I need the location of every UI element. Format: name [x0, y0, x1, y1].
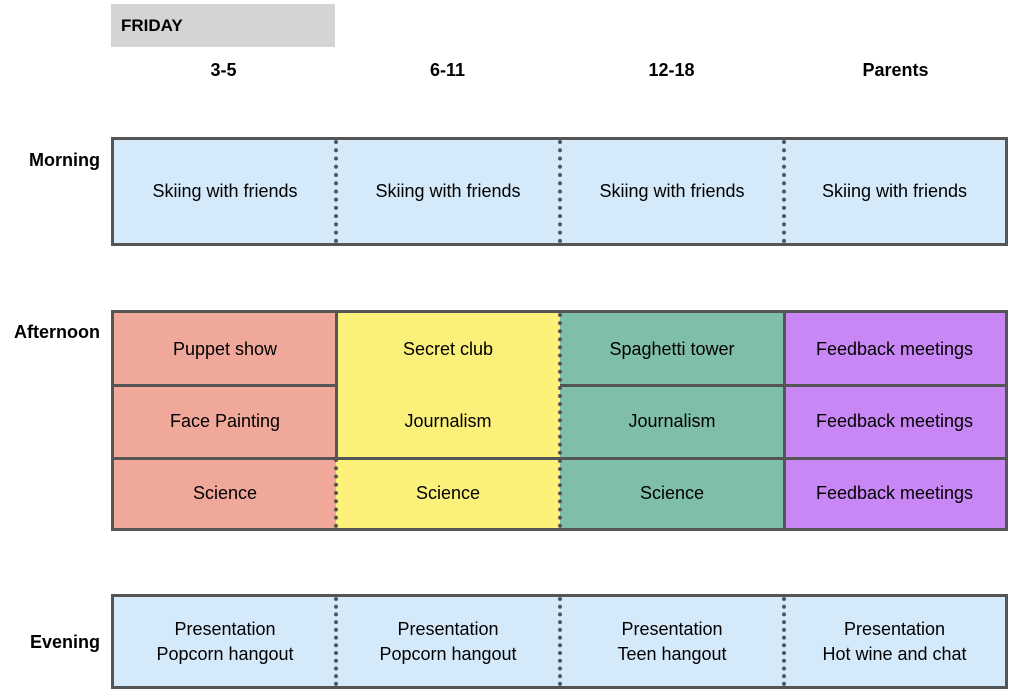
row-divider	[336, 457, 560, 460]
afternoon-activity: Feedback meetings	[815, 338, 974, 359]
row-divider	[784, 384, 1005, 387]
afternoon-cell: Science	[114, 458, 336, 528]
morning-cell-3-5: Skiing with friends	[114, 140, 336, 243]
column-header-6-11: 6-11	[429, 60, 466, 80]
afternoon-activity: Feedback meetings	[815, 411, 974, 431]
row-label-evening: Evening	[29, 632, 100, 652]
morning-cell-parents: Skiing with friends	[784, 140, 1005, 243]
evening-cell-12-18: Presentation Teen hangout	[560, 597, 784, 686]
afternoon-cell: Spaghetti tower	[560, 313, 784, 385]
row-label-morning: Morning	[29, 150, 100, 170]
evening-cell-3-5: Presentation Popcorn hangout	[114, 597, 336, 686]
afternoon-activity: Secret club	[402, 338, 494, 359]
afternoon-cell: Science	[560, 458, 784, 528]
evening-cell-6-11: Presentation Popcorn hangout	[336, 597, 560, 686]
afternoon-cell: Feedback meetings	[784, 458, 1005, 528]
column-header-12-18: 12-18	[648, 60, 695, 80]
morning-block: Skiing with friends Skiing with friends …	[111, 137, 1008, 246]
morning-activity: Skiing with friends	[152, 181, 298, 201]
afternoon-cell: Secret club	[336, 313, 560, 385]
morning-activity: Skiing with friends	[375, 181, 521, 201]
dotted-divider	[558, 597, 562, 686]
row-divider	[560, 457, 784, 460]
afternoon-activity: Face Painting	[169, 411, 281, 431]
morning-activity: Skiing with friends	[599, 181, 745, 201]
afternoon-cell: Feedback meetings	[784, 385, 1005, 458]
afternoon-cell: Journalism	[336, 385, 560, 458]
row-label-afternoon: Afternoon	[14, 322, 100, 342]
column-divider	[335, 313, 338, 458]
afternoon-activity: Science	[415, 482, 481, 503]
dotted-divider	[334, 458, 338, 528]
evening-activity: Presentation	[621, 618, 723, 639]
evening-activity: Presentation	[843, 618, 946, 639]
column-header-3-5: 3-5	[210, 60, 237, 80]
afternoon-cell: Journalism	[560, 385, 784, 458]
evening-activity: Hot wine and chat	[822, 643, 967, 664]
afternoon-block: Puppet show Secret club Spaghetti tower …	[111, 310, 1008, 531]
evening-activity: Presentation	[397, 618, 499, 639]
afternoon-cell: Feedback meetings	[784, 313, 1005, 385]
dotted-divider	[558, 313, 562, 528]
row-divider	[784, 457, 1005, 460]
column-divider	[783, 313, 786, 528]
afternoon-activity: Spaghetti tower	[609, 338, 735, 359]
afternoon-activity: Journalism	[404, 411, 492, 431]
column-header-parents: Parents	[862, 60, 929, 80]
row-divider	[114, 384, 336, 387]
afternoon-activity: Journalism	[628, 411, 716, 431]
morning-activity: Skiing with friends	[821, 181, 968, 201]
afternoon-cell: Puppet show	[114, 313, 336, 385]
afternoon-activity: Feedback meetings	[815, 482, 974, 503]
morning-cell-12-18: Skiing with friends	[560, 140, 784, 243]
afternoon-activity: Puppet show	[172, 338, 278, 359]
evening-activity: Teen hangout	[617, 643, 727, 664]
afternoon-activity: Science	[192, 482, 258, 503]
evening-activity: Popcorn hangout	[156, 643, 294, 664]
dotted-divider	[334, 140, 338, 243]
dotted-divider	[334, 597, 338, 686]
morning-cell-6-11: Skiing with friends	[336, 140, 560, 243]
evening-activity: Presentation	[174, 618, 276, 639]
afternoon-activity: Science	[639, 482, 705, 503]
dotted-divider	[782, 140, 786, 243]
row-divider	[560, 384, 784, 387]
dotted-divider	[558, 140, 562, 243]
evening-cell-parents: Presentation Hot wine and chat	[784, 597, 1005, 686]
afternoon-cell: Science	[336, 458, 560, 528]
day-tab: FRIDAY	[111, 4, 335, 47]
row-divider	[114, 457, 336, 460]
afternoon-cell: Face Painting	[114, 385, 336, 458]
evening-activity: Popcorn hangout	[379, 643, 517, 664]
evening-block: Presentation Popcorn hangout Presentatio…	[111, 594, 1008, 689]
dotted-divider	[782, 597, 786, 686]
